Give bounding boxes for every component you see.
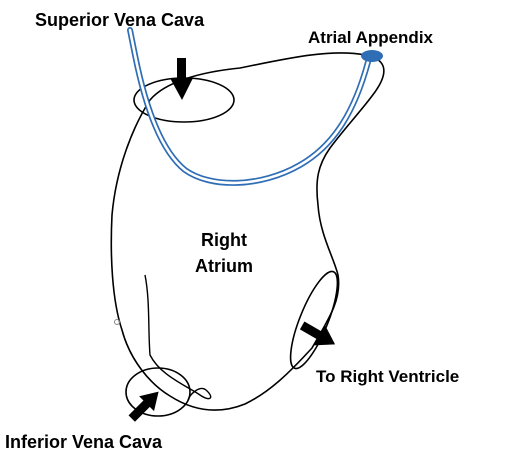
superior-vena-cava-arrow xyxy=(170,58,193,100)
label-superior-vena-cava: Superior Vena Cava xyxy=(35,10,205,30)
right-ventricle-arrow xyxy=(299,321,336,346)
small-marker-circle xyxy=(114,319,120,325)
lead-tip-marker xyxy=(361,50,383,62)
inferior-vena-cava-curl xyxy=(144,274,212,401)
tricuspid-orifice xyxy=(289,270,339,370)
label-to-right-ventricle: To Right Ventricle xyxy=(316,367,459,386)
inferior-vena-cava-arrow xyxy=(128,391,159,422)
inferior-vena-cava-orifice xyxy=(125,367,191,417)
pacing-lead xyxy=(127,27,371,186)
right-atrium-outline xyxy=(110,52,385,411)
label-right-atrium-line2: Atrium xyxy=(195,256,253,276)
label-inferior-vena-cava: Inferior Vena Cava xyxy=(5,432,163,452)
label-right-atrium-line1: Right xyxy=(201,230,247,250)
label-atrial-appendix: Atrial Appendix xyxy=(308,28,434,47)
